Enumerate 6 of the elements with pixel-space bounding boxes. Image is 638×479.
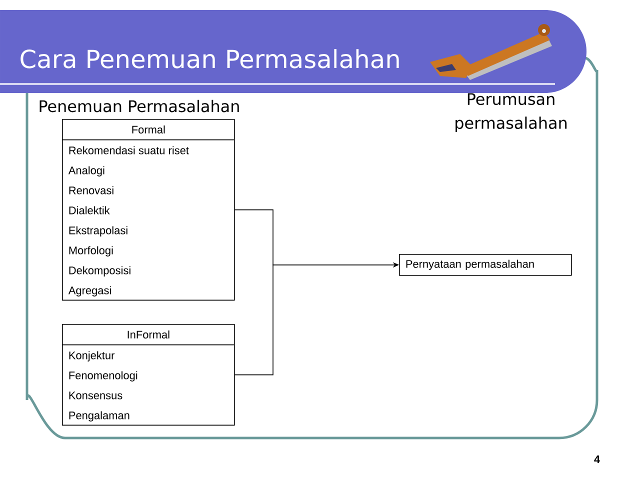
process-box: Pernyataan permasalahan <box>399 254 572 276</box>
page-number: 4 <box>594 455 600 463</box>
list-box: Formal Rekomendasi suatu riset Analogi Renovasi Dialektik Ekstrapolasi Morfologi Dekomposisi Agregasi <box>62 119 235 301</box>
list-box: InFormal Konjektur Fenomenologi Konsensus Pengalaman <box>62 324 235 426</box>
title: Cara Penemuan Permasalahan <box>20 49 399 68</box>
section-heading: Perumusan permasalahan <box>456 93 567 132</box>
